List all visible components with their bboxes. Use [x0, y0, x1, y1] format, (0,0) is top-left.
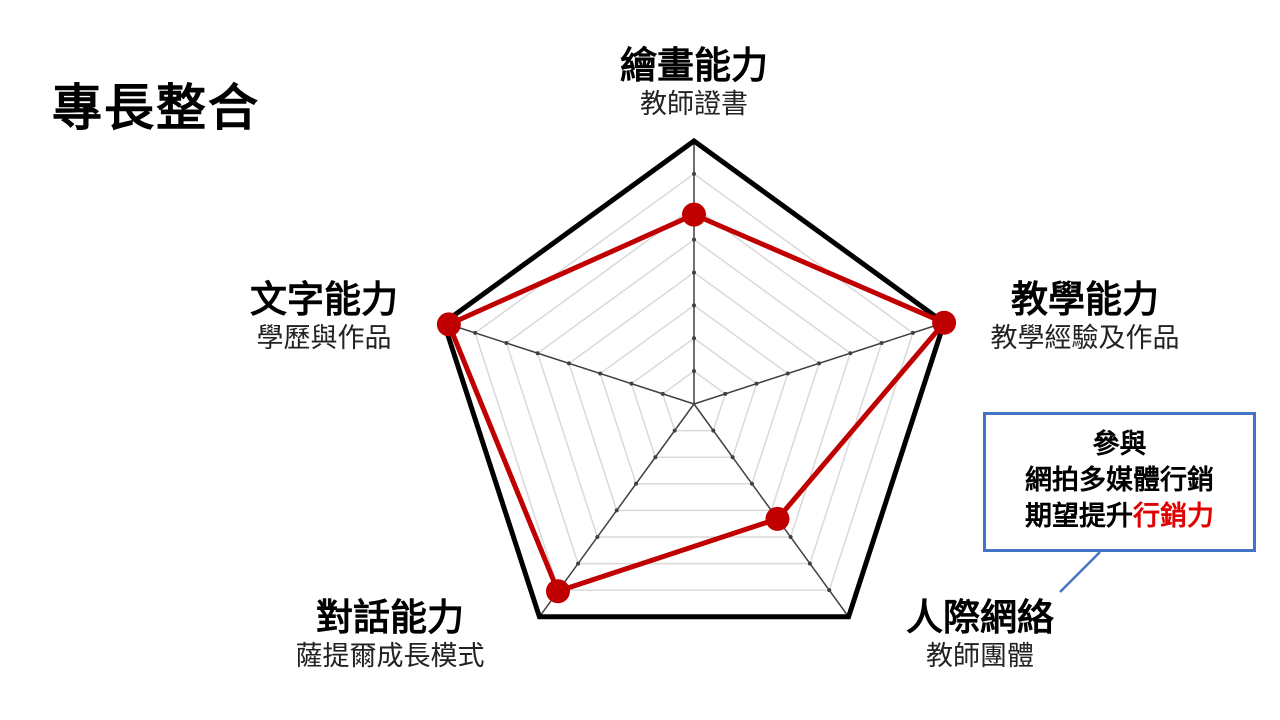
- axis-tick: [754, 381, 759, 386]
- callout-line-3-prefix: 期望提升: [1025, 501, 1133, 532]
- axis-label-drawing: 繪畫能力 教師證書: [594, 44, 794, 122]
- series-line: [446, 212, 947, 594]
- axis-tick: [473, 330, 478, 335]
- axis-sub: 教師團體: [926, 641, 1034, 672]
- axis-name: 教學能力: [1011, 278, 1159, 321]
- axis-tick: [692, 237, 696, 242]
- axis-label-network: 人際網絡 教師團體: [880, 596, 1080, 674]
- axis-tick: [692, 303, 696, 308]
- axis-name: 繪畫能力: [620, 44, 768, 87]
- callout-box: 參與 網拍多媒體行銷 期望提升行銷力: [983, 412, 1256, 552]
- axis-tick: [576, 561, 581, 566]
- axis-label-dialogue: 對話能力 薩提爾成長模式: [260, 596, 520, 674]
- axis-tick: [879, 341, 884, 346]
- series-point: [436, 312, 461, 337]
- axis-tick: [660, 391, 665, 396]
- axis-tick: [634, 481, 639, 486]
- grid-ring: [568, 271, 820, 512]
- axis-tick: [614, 508, 619, 513]
- callout-line-1: 參與: [1092, 429, 1147, 460]
- series-point: [682, 202, 706, 227]
- axis-tick: [692, 171, 696, 176]
- axis-tick: [595, 534, 600, 539]
- callout-connector: [1059, 551, 1101, 593]
- radar-outer-border: [440, 137, 948, 620]
- axis-tick: [629, 381, 634, 386]
- radar-grid: [474, 172, 914, 591]
- grid-ring: [536, 238, 852, 538]
- axis-tick: [598, 371, 603, 376]
- radar-series: [436, 202, 957, 604]
- page-title: 專長整合: [52, 79, 260, 137]
- grid-ring: [630, 337, 758, 458]
- callout-line-2: 網拍多媒體行銷: [1025, 465, 1214, 496]
- axis-tick: [785, 371, 790, 376]
- series-point: [765, 506, 790, 531]
- axis-label-writing: 文字能力 學歷與作品: [214, 278, 434, 356]
- radar-outline: [440, 137, 948, 620]
- axis-name: 人際網絡: [906, 596, 1054, 639]
- axis-tick: [504, 341, 509, 346]
- axis-tick: [535, 351, 540, 356]
- axis-tick: [692, 369, 696, 374]
- series-point: [545, 579, 570, 604]
- grid-ring: [474, 172, 914, 591]
- axis-name: 對話能力: [316, 596, 464, 639]
- axis-tick: [672, 428, 677, 433]
- grid-ring: [661, 370, 727, 432]
- axis-tick: [848, 351, 853, 356]
- axis-tick: [692, 270, 696, 275]
- axis-tick: [910, 330, 915, 335]
- axis-tick: [807, 561, 812, 566]
- axis-sub: 薩提爾成長模式: [295, 641, 485, 672]
- axis-sub: 學歷與作品: [256, 323, 392, 354]
- axis-tick: [566, 361, 571, 366]
- callout-highlight: 行銷力: [1133, 501, 1214, 532]
- axis-name: 文字能力: [250, 278, 398, 321]
- axis-sub: 教師證書: [640, 89, 748, 120]
- axis-tick: [817, 361, 822, 366]
- axis-tick: [788, 534, 793, 539]
- axis-tick: [711, 428, 716, 433]
- axis-tick: [723, 391, 728, 396]
- axis-tick: [653, 455, 658, 460]
- axis-tick: [730, 455, 735, 460]
- grid-ring: [599, 304, 789, 485]
- axis-tick: [749, 481, 754, 486]
- callout-line-3: 期望提升行銷力: [986, 499, 1253, 535]
- axis-sub: 教學經驗及作品: [990, 323, 1180, 354]
- axis-tick: [827, 588, 832, 593]
- series-point: [932, 310, 957, 335]
- axis-tick: [692, 336, 696, 341]
- axis-label-teaching: 教學能力 教學經驗及作品: [950, 278, 1220, 356]
- grid-ring: [505, 205, 883, 565]
